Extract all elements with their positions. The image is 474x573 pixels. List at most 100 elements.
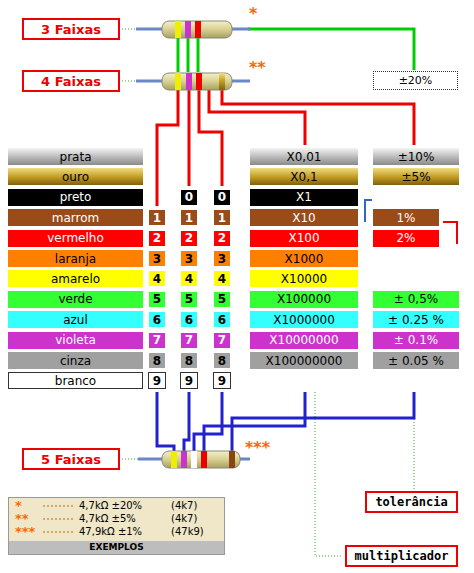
tolerance-cell: 2% <box>373 230 439 247</box>
tolerance-cell: ± 0.1% <box>373 332 459 349</box>
cell-text: ** <box>249 58 266 77</box>
digit-cell: 7 <box>148 332 166 349</box>
example-text: * <box>15 500 22 512</box>
cell-text: ± 0.1% <box>394 333 438 347</box>
cell-text: 5 <box>218 292 226 306</box>
cell-text: X1000 <box>285 252 324 266</box>
color-name: ouro <box>8 168 143 185</box>
digit-cell: 3 <box>148 250 166 267</box>
cell-text: X10000000 <box>269 333 338 347</box>
cell-text: 1 <box>218 211 226 225</box>
example-text: (47k9) <box>171 526 204 538</box>
cell-text: 9 <box>153 374 161 388</box>
multiplier-cell: X1000000 <box>250 311 358 328</box>
example-text: (4k7) <box>171 513 197 525</box>
digit-cell: 2 <box>148 230 166 247</box>
cell-text: X10000 <box>281 272 327 286</box>
digit-cell: 7 <box>180 332 198 349</box>
example-text: ** <box>15 513 29 525</box>
color-name: marrom <box>8 209 143 226</box>
multiplier-cell: X100000 <box>250 291 358 308</box>
tolerance-cell: ± 0.25 % <box>373 311 459 328</box>
cell-text: azul <box>63 313 88 327</box>
digit-cell: 5 <box>148 291 166 308</box>
cell-text: cinza <box>60 354 91 368</box>
digit-cell: 3 <box>180 250 198 267</box>
cell-text: 7 <box>185 333 193 347</box>
digit-cell: 2 <box>213 230 231 247</box>
digit-cell: 6 <box>180 311 198 328</box>
cell-text: X100 <box>288 231 319 245</box>
cell-text: X0,1 <box>290 170 317 184</box>
callout-box: multiplicador <box>345 545 458 567</box>
digit-cell: 7 <box>213 332 231 349</box>
multiplier-cell: X100000000 <box>250 352 358 369</box>
color-name: verde <box>8 291 143 308</box>
digit-cell: 4 <box>180 270 198 287</box>
cell-text: 3 <box>185 252 193 266</box>
color-name: branco <box>8 372 143 389</box>
multiplier-cell: X10 <box>250 209 358 226</box>
cell-text: 1 <box>185 211 193 225</box>
tolerance-cell: ± 0,5% <box>373 291 459 308</box>
digit-cell: 1 <box>148 209 166 226</box>
multiplier-cell: X10000000 <box>250 332 358 349</box>
example-text: 4,7kΩ ±20% <box>79 500 142 512</box>
cell-text: 3 <box>218 252 226 266</box>
color-name: cinza <box>8 352 143 369</box>
color-name: amarelo <box>8 270 143 287</box>
multiplier-cell: X0,01 <box>250 148 358 165</box>
band-count-box: 3 Faixas <box>22 18 120 40</box>
color-name: laranja <box>8 250 143 267</box>
cell-text: 8 <box>218 354 226 368</box>
color-name: prata <box>8 148 143 165</box>
cell-text: 9 <box>218 374 226 388</box>
cell-text: ± 0,5% <box>394 292 438 306</box>
cell-text: 7 <box>153 333 161 347</box>
cell-text: 4 <box>153 272 161 286</box>
digit-cell: 8 <box>148 352 166 369</box>
cell-text: 0 <box>185 190 193 204</box>
band-marker: ** <box>249 59 279 75</box>
cell-text: 6 <box>218 313 226 327</box>
digit-cell: 5 <box>213 291 231 308</box>
example-text: 47,9kΩ ±1% <box>79 526 142 538</box>
cell-text: X10 <box>292 211 316 225</box>
digit-cell: 4 <box>148 270 166 287</box>
examples-panel: *4,7kΩ ±20%(4k7)**4,7kΩ ±5%(4k7)***47,9k… <box>8 497 225 555</box>
digit-cell: 1 <box>213 209 231 226</box>
digit-cell: 0 <box>213 189 231 206</box>
digit-cell: 9 <box>213 372 231 389</box>
box-label: ±20% <box>399 74 433 87</box>
cell-text: 2 <box>185 231 193 245</box>
digit-cell: 9 <box>180 372 198 389</box>
box-label: tolerância <box>375 495 447 509</box>
example-text: EXEMPLOS <box>9 541 224 554</box>
cell-text: 2 <box>218 231 226 245</box>
cell-text: laranja <box>55 252 96 266</box>
digit-cell: 8 <box>180 352 198 369</box>
digit-cell: 0 <box>180 189 198 206</box>
cell-text: 9 <box>185 374 193 388</box>
example-text: *** <box>15 526 35 538</box>
cell-text: * <box>249 4 257 23</box>
cell-text: amarelo <box>51 272 100 286</box>
cell-text: prata <box>60 150 92 164</box>
cell-text: verde <box>58 292 92 306</box>
cell-text: marrom <box>52 211 99 225</box>
multiplier-cell: X0,1 <box>250 168 358 185</box>
cell-text: ouro <box>62 170 89 184</box>
box-label: 3 Faixas <box>41 22 101 37</box>
box-label: multiplicador <box>355 549 449 563</box>
band-count-box: 4 Faixas <box>22 70 120 92</box>
multiplier-cell: X100 <box>250 230 358 247</box>
cell-text: X100000 <box>277 292 331 306</box>
digit-cell: 5 <box>180 291 198 308</box>
cell-text: 4 <box>185 272 193 286</box>
cell-text: 6 <box>153 313 161 327</box>
box-label: 4 Faixas <box>41 74 101 89</box>
cell-text: 0 <box>218 190 226 204</box>
cell-text: violeta <box>55 333 96 347</box>
cell-text: 8 <box>153 354 161 368</box>
color-name: preto <box>8 189 143 206</box>
